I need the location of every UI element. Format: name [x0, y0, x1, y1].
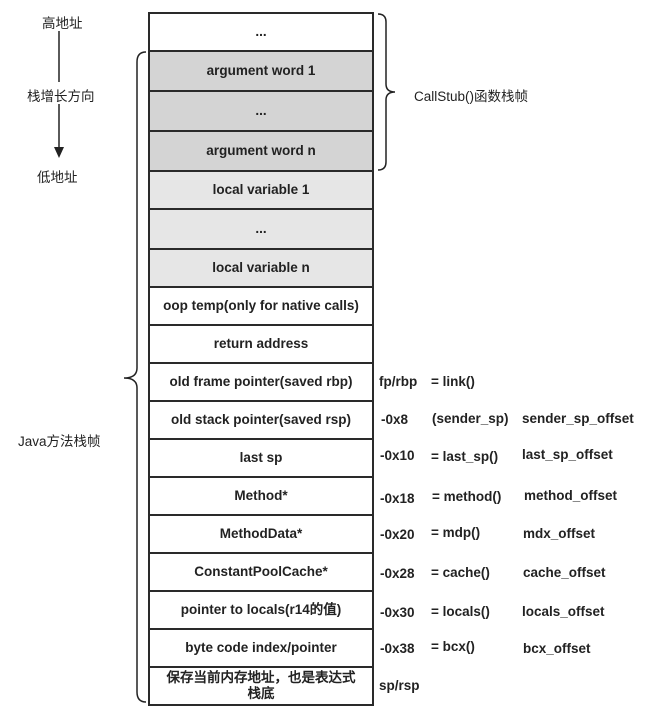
mdp-offset-name: mdx_offset [523, 526, 596, 541]
callstub-frame-label: CallStub()函数栈帧 [414, 89, 529, 104]
stack-slot-oop-temp: oop temp(only for native calls) [148, 286, 374, 326]
stack-slot-argument-word-n: argument word n [148, 130, 374, 172]
mdp-offset: -0x20 [380, 527, 415, 542]
last-sp-accessor: = last_sp() [431, 449, 499, 464]
stack-slot-local-ellipsis: ... [148, 208, 374, 250]
stack-slot-last-sp: last sp [148, 438, 374, 478]
locals-accessor: = locals() [431, 604, 490, 619]
method-accessor: = method() [432, 489, 502, 504]
high-address-label: 高地址 [42, 16, 83, 31]
locals-offset-name: locals_offset [522, 604, 605, 619]
stack-slot-top-ellipsis: ... [148, 12, 374, 52]
rbp-offset: fp/rbp [379, 374, 418, 389]
stack-slot-bytecode-index: byte code index/pointer [148, 628, 374, 668]
stack-slot-local-variable-1: local variable 1 [148, 170, 374, 210]
stack-slot-method: Method* [148, 476, 374, 516]
stack-slot-argument-ellipsis: ... [148, 90, 374, 132]
cache-offset: -0x28 [380, 566, 415, 581]
bcx-offset-name: bcx_offset [523, 641, 591, 656]
java-frame-label: Java方法栈帧 [18, 434, 101, 449]
stack-slot-method-data: MethodData* [148, 514, 374, 554]
stack-slot-old-frame-pointer: old frame pointer(saved rbp) [148, 362, 374, 402]
sender-sp-accessor: (sender_sp) [432, 411, 509, 426]
sender-sp-offset-name: sender_sp_offset [522, 411, 634, 426]
bcx-offset: -0x38 [380, 641, 415, 656]
callstub-brace [377, 13, 396, 171]
sender-sp-offset: -0x8 [381, 412, 409, 427]
cache-accessor: = cache() [431, 565, 490, 580]
method-offset-name: method_offset [524, 488, 618, 503]
locals-offset: -0x30 [380, 605, 415, 620]
java-frame-brace [123, 51, 147, 703]
stack-slot-expression-stack-bottom: 保存当前内存地址，也是表达式栈底 [148, 666, 374, 706]
last-sp-offset: -0x10 [380, 448, 415, 463]
rsp-offset: sp/rsp [379, 678, 420, 693]
growth-arrow-head-icon [54, 147, 64, 158]
mdp-accessor: = mdp() [431, 525, 481, 540]
bcx-accessor: = bcx() [431, 639, 475, 654]
low-address-label: 低地址 [37, 170, 78, 185]
stack-slot-pointer-to-locals: pointer to locals(r14的值) [148, 590, 374, 630]
growth-direction-label: 栈增长方向 [27, 89, 95, 104]
stack-slot-constant-pool-cache: ConstantPoolCache* [148, 552, 374, 592]
stack-slot-local-variable-n: local variable n [148, 248, 374, 288]
method-offset: -0x18 [380, 491, 415, 506]
stack-slot-old-stack-pointer: old stack pointer(saved rsp) [148, 400, 374, 440]
cache-offset-name: cache_offset [523, 565, 606, 580]
stack-slot-argument-word-1: argument word 1 [148, 50, 374, 92]
rbp-accessor: = link() [431, 374, 475, 389]
stack-slot-return-address: return address [148, 324, 374, 364]
last-sp-offset-name: last_sp_offset [522, 447, 613, 462]
